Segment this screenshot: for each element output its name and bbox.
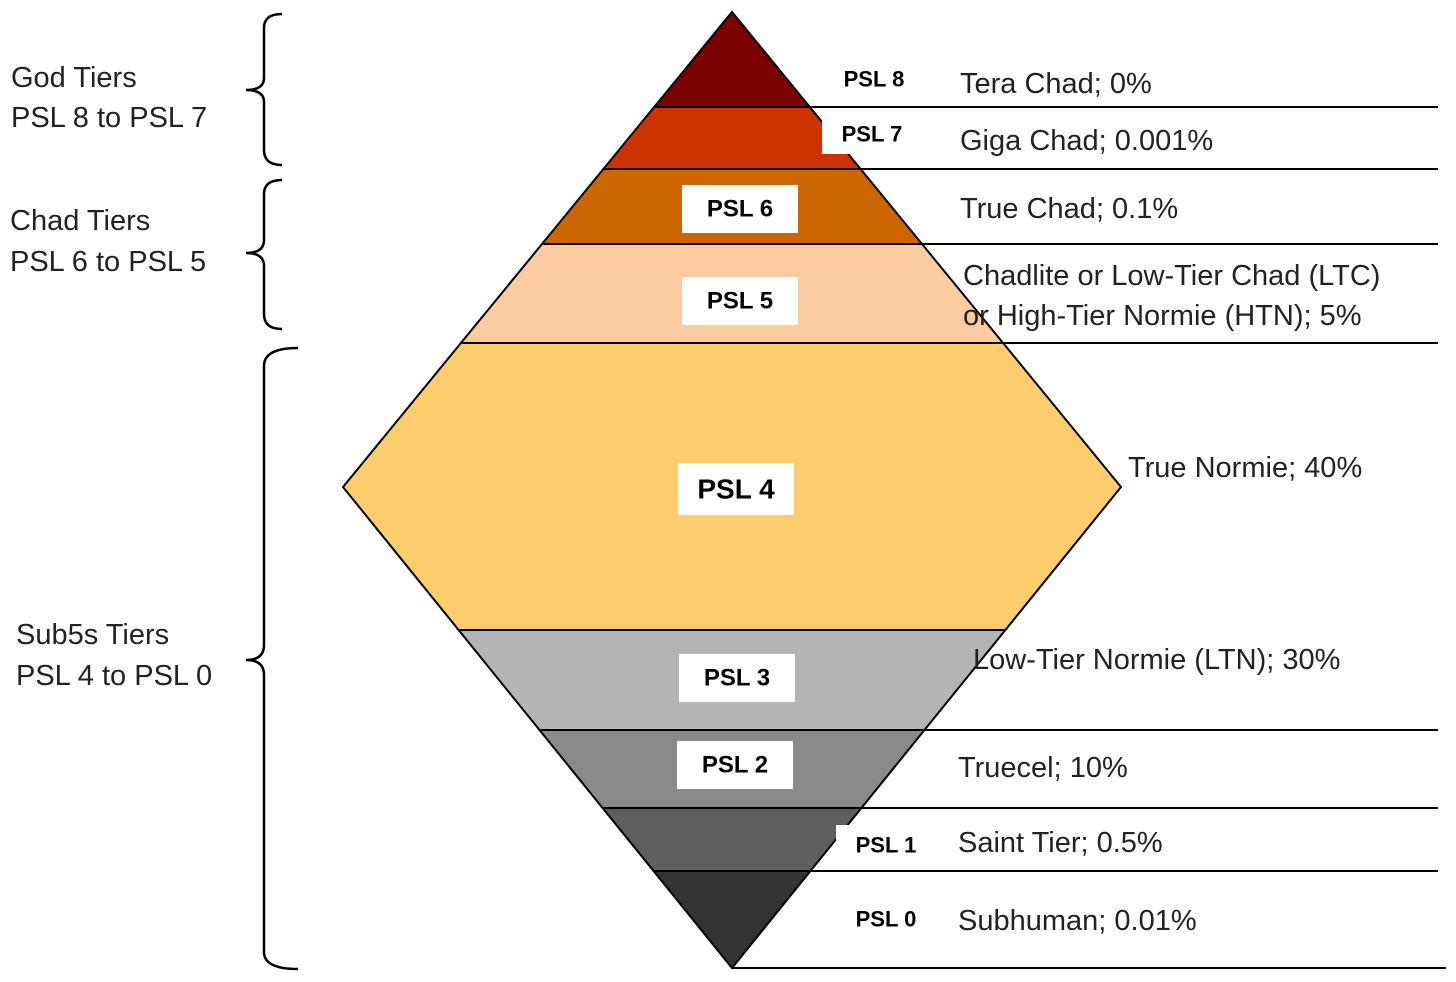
tier-label-box (836, 825, 936, 865)
tier-psl-text: PSL 7 (842, 122, 903, 147)
tier-label-box (824, 59, 924, 99)
tier-label-box (682, 277, 798, 325)
tier-label-box (682, 185, 798, 233)
tier-label-psl-2: PSL 2 (677, 741, 793, 789)
tier-label-box (836, 899, 936, 939)
group-sub5s-title: Sub5s Tiers (16, 619, 169, 651)
tier-psl-text: PSL 6 (707, 196, 773, 223)
tier-description-psl-6: True Chad; 0.1% (960, 193, 1178, 225)
tier-label-psl-3: PSL 3 (679, 654, 795, 702)
tier-label-psl-4: PSL 4 (678, 463, 794, 515)
tier-psl-text: PSL 5 (707, 288, 773, 315)
group-chad-range: PSL 6 to PSL 5 (10, 246, 206, 278)
group-sub5s-range: PSL 4 to PSL 0 (16, 660, 212, 692)
tier-description-psl-1: Saint Tier; 0.5% (958, 827, 1163, 859)
tier-band-psl-8 (652, 10, 812, 108)
tier-description-psl-8: Tera Chad; 0% (960, 68, 1152, 100)
tier-label-psl-1: PSL 1 (836, 825, 936, 865)
tier-band-psl-1 (600, 807, 864, 872)
tier-label-psl-5: PSL 5 (682, 277, 798, 325)
tier-label-psl-7: PSL 7 (822, 114, 922, 154)
group-chad-title: Chad Tiers (10, 205, 150, 237)
group-god-title: God Tiers (11, 62, 137, 94)
tier-psl-text: PSL 3 (704, 665, 770, 692)
tier-description-psl-2: Truecel; 10% (958, 752, 1128, 784)
tier-description-psl-7: Giga Chad; 0.001% (960, 125, 1213, 157)
tier-psl-text: PSL 1 (856, 833, 917, 858)
tier-label-box (677, 741, 793, 789)
tier-description-psl-5: or High-Tier Normie (HTN); 5% (963, 300, 1362, 332)
tier-label-box (679, 654, 795, 702)
sub5s-tiers-brace (245, 346, 299, 971)
tier-psl-text: PSL 2 (702, 752, 768, 779)
tier-psl-text: PSL 8 (844, 67, 905, 92)
tier-label-psl-0: PSL 0 (836, 899, 936, 939)
tier-psl-text: PSL 0 (856, 907, 917, 932)
group-god-range: PSL 8 to PSL 7 (11, 102, 207, 134)
god-tiers-brace (245, 12, 283, 167)
tier-label-psl-8: PSL 8 (824, 59, 924, 99)
chad-tiers-brace (245, 178, 283, 331)
tier-band-psl-0 (651, 870, 813, 970)
tier-description-psl-5: Chadlite or Low-Tier Chad (LTC) (963, 260, 1380, 292)
tier-label-psl-6: PSL 6 (682, 185, 798, 233)
tier-description-psl-0: Subhuman; 0.01% (958, 905, 1197, 937)
tier-description-psl-4: True Normie; 40% (1128, 452, 1362, 484)
tier-psl-text: PSL 4 (697, 474, 775, 505)
tier-description-psl-3: Low-Tier Normie (LTN); 30% (973, 644, 1340, 676)
tier-label-box (822, 114, 922, 154)
tier-label-box (678, 463, 794, 515)
